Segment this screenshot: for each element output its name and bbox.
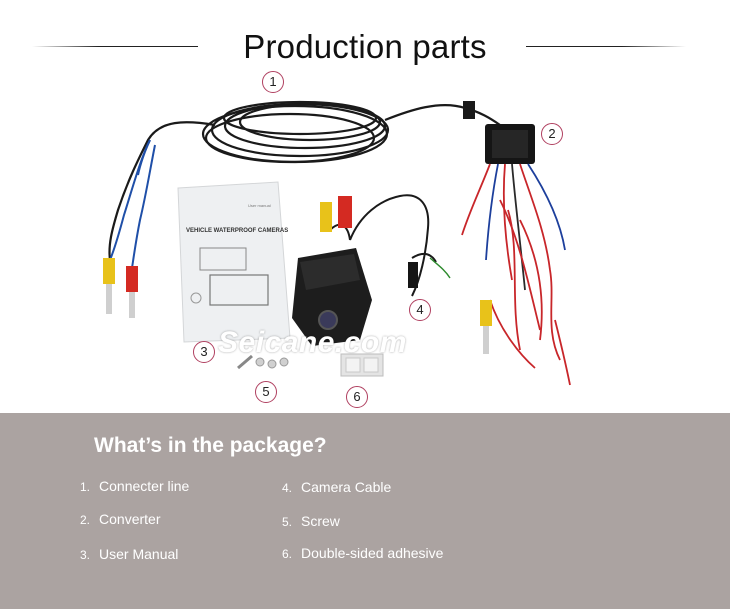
converter-harness — [461, 163, 571, 386]
rca-plug-right — [480, 300, 492, 354]
callout-6: 6 — [346, 386, 368, 408]
callout-3: 3 — [193, 341, 215, 363]
manual-small-text: User manual — [248, 203, 271, 208]
rca-plugs-left — [103, 258, 138, 318]
package-item-6: 6. Double-sided adhesive — [282, 545, 443, 561]
camera-connector — [408, 262, 418, 288]
package-item-label: Camera Cable — [301, 479, 392, 495]
camera-rca-plugs — [320, 196, 352, 232]
package-item-4: 4. Camera Cable — [282, 479, 391, 495]
package-item-3: 3. User Manual — [80, 546, 178, 562]
package-item-1: 1. Connecter line — [80, 478, 189, 494]
blue-wires — [109, 139, 156, 269]
package-item-label: Screw — [301, 513, 340, 529]
package-item-label: Converter — [99, 511, 161, 527]
package-title: What’s in the package? — [94, 434, 327, 457]
package-item-number: 3. — [80, 548, 91, 562]
converter-box — [463, 101, 535, 164]
package-item-label: Double-sided adhesive — [301, 545, 444, 561]
package-item-label: Connecter line — [99, 478, 190, 494]
package-item-5: 5. Screw — [282, 513, 340, 529]
screws — [237, 354, 289, 370]
callout-4: 4 — [409, 299, 431, 321]
page-title: Production parts — [243, 28, 487, 65]
product-section: Production parts — [32, 28, 686, 408]
connector-line-coil — [108, 100, 501, 261]
package-item-number: 2. — [80, 513, 91, 527]
package-section: What’s in the package? 1.Connecter line … — [0, 413, 730, 609]
camera-body — [292, 248, 372, 346]
package-item-number: 1. — [80, 480, 91, 494]
title-rule-right — [526, 46, 686, 47]
manual-heading: VEHICLE WATERPROOF CAMERAS — [186, 228, 288, 234]
package-item-number: 4. — [282, 481, 293, 495]
title-rule-left — [32, 46, 198, 47]
package-item-number: 5. — [282, 515, 293, 529]
callout-5: 5 — [255, 381, 277, 403]
adhesive-pads — [340, 353, 384, 377]
user-manual-booklet: User manual VEHICLE WATERPROOF CAMERAS — [177, 181, 291, 343]
package-item-2: 2. Converter — [80, 511, 160, 527]
package-item-number: 6. — [282, 547, 293, 561]
seicane-watermark: Seicane.com — [218, 326, 407, 359]
callout-1: 1 — [262, 71, 284, 93]
package-item-label: User Manual — [99, 546, 179, 562]
product-photo: User manual VEHICLE WATERPROOF CAMERAS — [103, 100, 571, 386]
callout-2: 2 — [541, 123, 563, 145]
